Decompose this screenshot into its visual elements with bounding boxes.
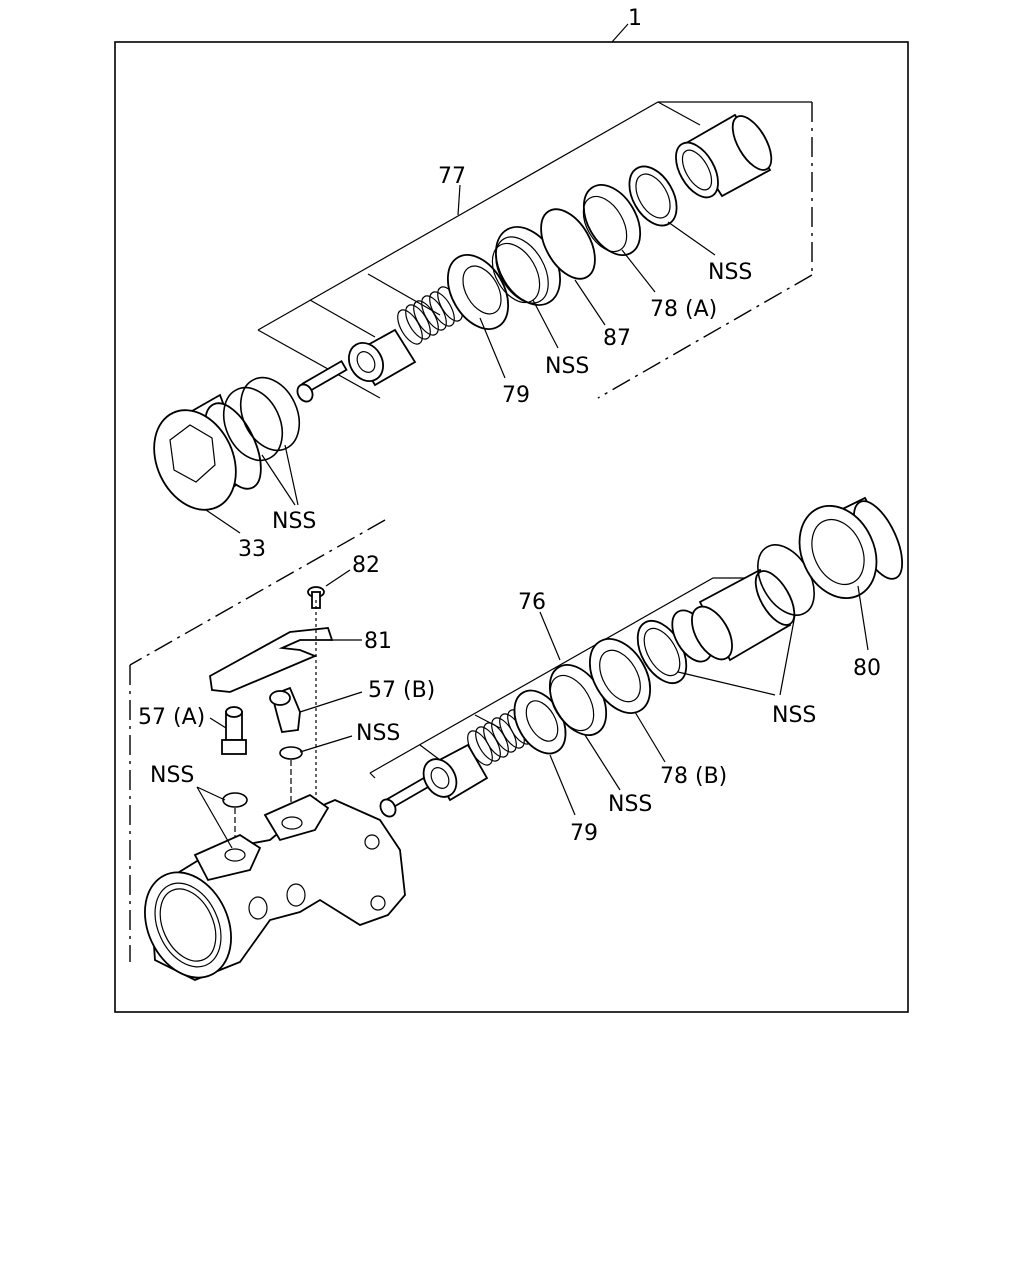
upper-bolt bbox=[296, 359, 348, 403]
callout-upper-nss-1: NSS bbox=[545, 354, 589, 379]
lower-valve-assembly bbox=[129, 496, 904, 981]
callout-nss-oring-b: NSS bbox=[356, 721, 400, 746]
callout-upper-nss-2: NSS bbox=[708, 260, 752, 285]
plug-oring-1 bbox=[222, 386, 284, 462]
cap-80 bbox=[798, 496, 904, 599]
oring-57b bbox=[279, 746, 303, 760]
lower-sleeve bbox=[691, 568, 796, 662]
upper-plunger bbox=[348, 328, 417, 387]
oring-57a bbox=[222, 792, 248, 808]
seal-78a bbox=[582, 184, 642, 256]
callout-nss-oring-a: NSS bbox=[150, 763, 194, 788]
upper-spring-seat bbox=[446, 254, 510, 330]
lower-plunger bbox=[422, 743, 489, 802]
callout-assembly: 1 bbox=[628, 6, 642, 31]
fitting-57b bbox=[269, 686, 301, 733]
upper-sleeve bbox=[675, 113, 773, 199]
leader-assembly bbox=[611, 23, 629, 43]
callout-ring-87: 87 bbox=[603, 326, 631, 351]
plug-33 bbox=[153, 393, 262, 511]
callout-seal-78b: 78 (B) bbox=[660, 764, 727, 789]
callout-fitting-57b: 57 (B) bbox=[368, 678, 435, 703]
screw-82 bbox=[307, 586, 325, 609]
fitting-57a bbox=[221, 706, 247, 755]
lower-bolt bbox=[379, 776, 430, 818]
callout-plate-81: 81 bbox=[364, 629, 392, 654]
callout-plug-33: 33 bbox=[238, 537, 266, 562]
upper-nss-ring-2 bbox=[628, 165, 678, 227]
valve-body bbox=[144, 793, 406, 981]
diagram-frame bbox=[114, 41, 909, 1013]
callout-screw-82: 82 bbox=[352, 553, 380, 578]
callout-cap-80: 80 bbox=[853, 656, 881, 681]
callout-nss-plug: NSS bbox=[272, 509, 316, 534]
callout-nss-lower-1: NSS bbox=[608, 792, 652, 817]
callout-upper-spring-seat: 79 bbox=[502, 383, 530, 408]
upper-spring bbox=[397, 286, 463, 345]
callout-lower-spring-seat: 79 bbox=[570, 821, 598, 846]
seal-78b bbox=[588, 638, 652, 714]
ring-87 bbox=[540, 208, 596, 280]
callout-nss-lower-right: NSS bbox=[772, 703, 816, 728]
callout-upper-valve: 77 bbox=[438, 164, 466, 189]
callout-fitting-57a: 57 (A) bbox=[138, 705, 205, 730]
upper-valve-assembly bbox=[153, 101, 813, 511]
callout-lower-valve: 76 bbox=[518, 590, 546, 615]
plate-81 bbox=[209, 627, 334, 693]
callout-seal-78a: 78 (A) bbox=[650, 297, 717, 322]
